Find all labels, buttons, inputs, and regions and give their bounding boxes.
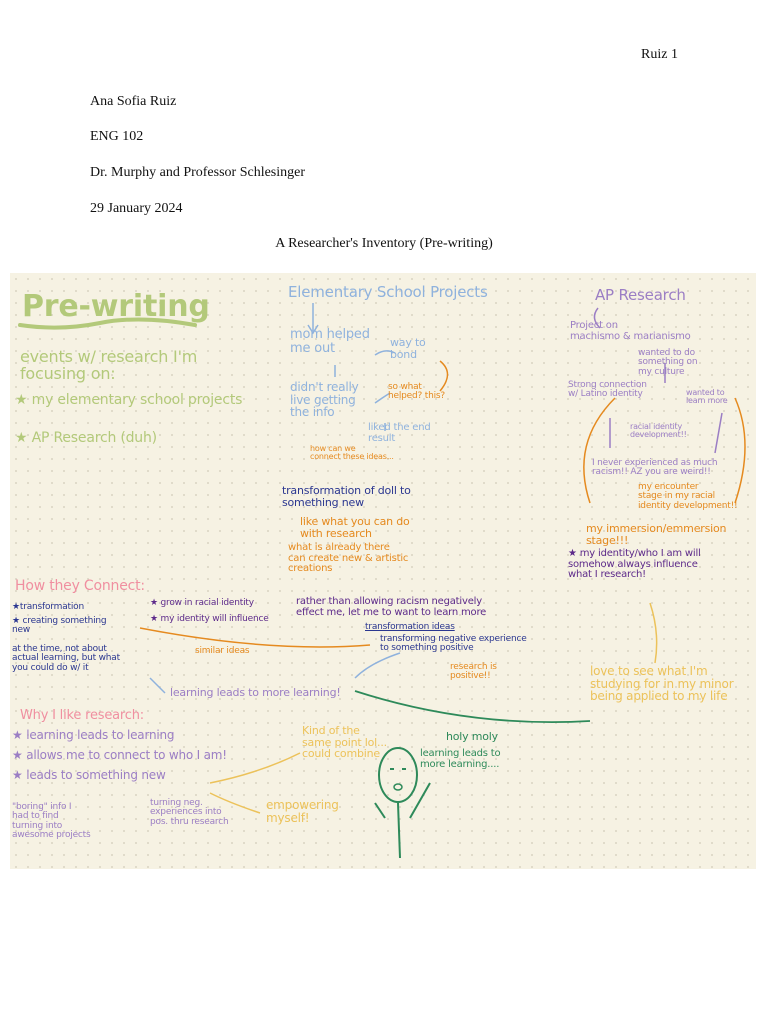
document-title: A Researcher's Inventory (Pre-writing) (275, 236, 493, 251)
similar-ideas: similar ideas (195, 646, 250, 656)
how-can-we: how can we connect these ideas... (310, 444, 394, 462)
star-icon: ★ (12, 728, 23, 742)
course-name: ENG 102 (90, 129, 144, 144)
at-the-time: at the time, not about actual learning, … (12, 644, 120, 673)
strong-connection: Strong connection w/ Latino identity (568, 380, 647, 400)
event-ap-research: ★ AP Research (duh) (15, 431, 157, 446)
page-number-header: Ruiz 1 (641, 47, 678, 62)
research-positive: research is positive!! (450, 662, 497, 682)
connect-item-1-text: transformation (19, 602, 84, 612)
love-to-see: love to see what I'm studying for in my … (590, 664, 734, 704)
connect-grow: ★ grow in racial identity (150, 598, 254, 608)
star-icon: ★ (12, 602, 20, 612)
identity-influence: ★ my identity/who I am will somehow alwa… (568, 548, 701, 581)
racial-identity: racial identity development!! (630, 422, 687, 440)
event-ap-research-text: AP Research (duh) (31, 430, 157, 446)
why-item-1-text: learning leads to learning (26, 728, 175, 742)
star-icon: ★ (15, 430, 28, 446)
empowering: empowering myself! (266, 798, 339, 825)
star-icon: ★ (12, 748, 23, 762)
learning-more: learning leads to more learning! (170, 686, 341, 699)
instructor-names: Dr. Murphy and Professor Schlesinger (90, 165, 306, 180)
so-what: so what helped? this? (388, 382, 445, 402)
mom-helped: mom helped me out (290, 327, 370, 356)
holy-moly: holy moly (446, 730, 498, 743)
connect-heading: How they Connect: (15, 578, 145, 594)
learning-leads: learning leads to more learning.... (420, 748, 501, 770)
connect-influence-text: my identity will influence (160, 614, 269, 624)
why-item-2: ★ allows me to connect to who I am! (12, 749, 227, 762)
star-icon: ★ (150, 598, 158, 608)
wanted-to-learn: wanted to learn more (686, 388, 728, 406)
star-icon: ★ (568, 548, 577, 559)
ap-heading: AP Research (595, 286, 686, 304)
rather-than: rather than allowing racism negatively e… (296, 596, 487, 618)
star-icon: ★ (12, 768, 23, 782)
turning-neg: turning neg. experiences into pos. thru … (150, 798, 229, 827)
elementary-heading: Elementary School Projects (288, 283, 488, 301)
liked-the-end: liked the end result (368, 422, 431, 444)
boring-info: "boring" info I had to find turning into… (12, 802, 91, 841)
event-elementary: ★ my elementary school projects (15, 393, 242, 408)
like-what: like what you can do with research (300, 515, 410, 540)
identity-influence-text: my identity/who I am will somehow always… (568, 548, 701, 580)
why-item-1: ★ learning leads to learning (12, 728, 175, 742)
events-intro: events w/ research I'm focusing on: (20, 347, 198, 383)
wanted-to-do: wanted to do something on my culture (638, 348, 698, 377)
why-item-3-text: leads to something new (26, 768, 166, 782)
encounter-stage: my encounter stage in my racial identity… (638, 482, 738, 511)
connect-item-2-text: creating something new (12, 616, 107, 636)
immersion-stage: my immersion/emmersion stage!!! (586, 522, 727, 547)
transformation-doll: transformation of doll to something new (282, 484, 411, 509)
author-name: Ana Sofia Ruiz (90, 94, 177, 109)
prewriting-sketch: Pre-writing events w/ research I'm focus… (10, 273, 756, 869)
connect-influence: ★ my identity will influence (150, 614, 269, 624)
connect-grow-text: grow in racial identity (160, 598, 254, 608)
transforming-negative: transforming negative experience to some… (380, 634, 527, 654)
transformation-ideas: transformation ideas (365, 622, 455, 632)
sketch-arrows (18, 303, 746, 859)
star-icon: ★ (150, 614, 158, 624)
what-is-already: what is already there can create new & a… (288, 542, 409, 574)
connect-item-1: ★transformation (12, 602, 84, 612)
never-experienced: I never experienced as much racism!! AZ … (592, 458, 718, 478)
document-date: 29 January 2024 (90, 201, 183, 216)
why-item-3: ★ leads to something new (12, 769, 166, 782)
star-icon: ★ (15, 392, 28, 408)
sketch-heading: Pre-writing (22, 289, 210, 324)
didnt-really: didn't really live getting the info (290, 380, 359, 420)
event-elementary-text: my elementary school projects (31, 392, 243, 408)
star-icon: ★ (12, 616, 20, 626)
why-item-2-text: allows me to connect to who I am! (26, 748, 227, 762)
kind-of-same: Kind of the same point lol... could comb… (302, 724, 387, 761)
way-to-bond: way to bond (390, 336, 426, 361)
why-heading: Why I like research: (20, 708, 144, 723)
connect-item-2: ★ creating something new (12, 616, 107, 636)
project-on: Project on machismo & marianismo (570, 320, 691, 342)
